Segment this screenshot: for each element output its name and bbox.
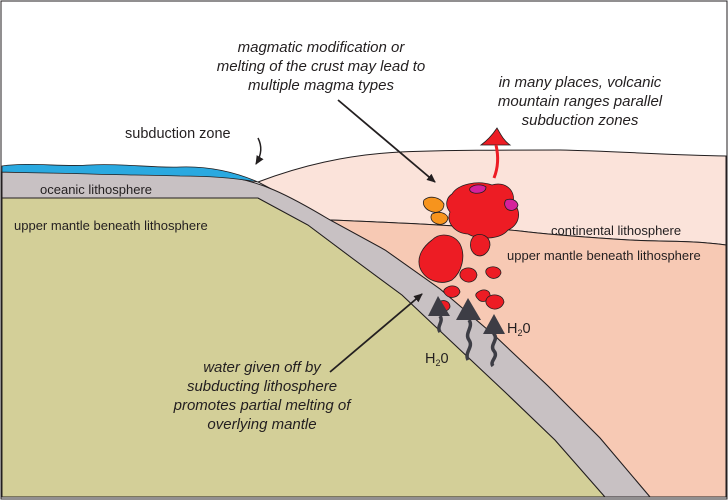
magma-chamber-main: [446, 182, 519, 239]
leader-arrow-water: [329, 293, 423, 373]
label-oceanic-lithosphere: oceanic lithosphere: [40, 182, 152, 197]
upper-mantle-right-region: [329, 219, 727, 498]
callout-line: melting of the crust may lead to: [217, 58, 425, 75]
callout-volcanic: in many places, volcanic mountain ranges…: [498, 74, 663, 129]
magma-blob-magenta-1: [469, 184, 487, 194]
callout-line: magmatic modification or: [238, 39, 406, 56]
label-h2o-right: H20: [507, 321, 531, 338]
callout-magmatic: magmatic modification or melting of the …: [217, 39, 425, 94]
magma-blob-3: [459, 267, 478, 283]
magma-blob-7: [485, 294, 505, 310]
water-arrow-icon: [456, 298, 481, 361]
callout-line: subducting lithosphere: [187, 378, 337, 395]
magma-blob-2: [470, 234, 491, 257]
magma-blob-5: [443, 285, 461, 298]
magma-blob-orange-1: [422, 196, 445, 213]
magma-blob-orange-2: [430, 211, 449, 225]
water-arrows: [428, 296, 505, 368]
volcano: [479, 127, 512, 146]
ocean-water: [1, 163, 259, 183]
water-arrow-icon: [428, 296, 450, 333]
magma-blob-magenta-2: [504, 198, 519, 211]
leader-arrow-subduction-zone: [255, 137, 264, 165]
label-subduction-zone: subduction zone: [125, 126, 231, 142]
callout-line: mountain ranges parallel: [498, 93, 663, 110]
magma-blob-4: [485, 266, 502, 279]
callout-line: overlying mantle: [207, 416, 316, 433]
callout-line: water given off by: [203, 359, 322, 376]
callout-line: promotes partial melting of: [173, 397, 353, 414]
label-continental-lithosphere: continental lithosphere: [551, 223, 681, 238]
magma-blob-1: [418, 234, 464, 283]
callout-line: in many places, volcanic: [499, 74, 662, 91]
leader-arrow-magmatic: [337, 99, 436, 183]
callout-line: subduction zones: [522, 112, 639, 129]
water-arrow-icon: [483, 314, 505, 368]
label-upper-mantle-right: upper mantle beneath lithosphere: [507, 248, 701, 263]
volcano-conduit: [492, 144, 500, 179]
callout-water: water given off by subducting lithospher…: [173, 359, 353, 433]
callout-line: multiple magma types: [248, 77, 394, 94]
label-h2o-left: H20: [425, 351, 449, 368]
label-upper-mantle-left: upper mantle beneath lithosphere: [14, 218, 208, 233]
